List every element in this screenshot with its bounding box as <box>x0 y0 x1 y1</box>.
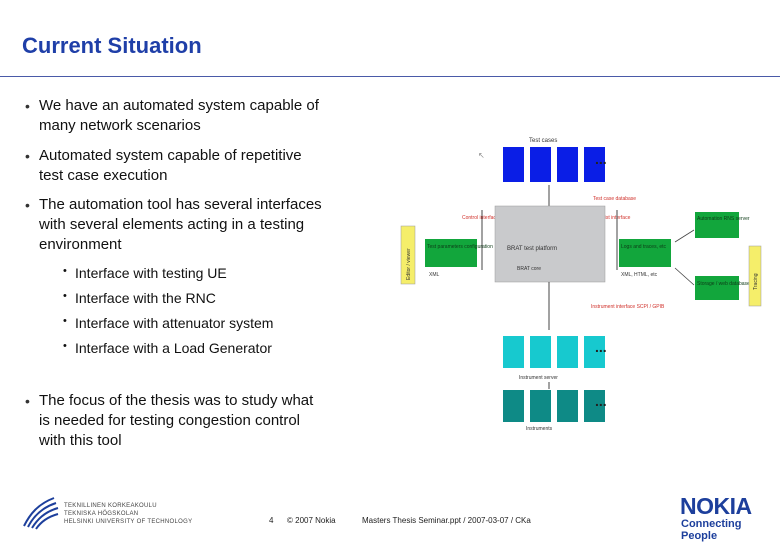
instrument-block-2 <box>530 390 551 422</box>
left-config-box <box>425 239 477 267</box>
list-interface-label: List interface <box>602 215 631 221</box>
storage-box <box>695 276 739 300</box>
bullet-3-line3: environment <box>39 236 122 253</box>
bullet-2: • Automated system capable of repetitive… <box>25 146 302 186</box>
nokia-tagline: Connecting People <box>681 518 742 542</box>
subbullet-3-text: Interface with attenuator system <box>75 315 274 331</box>
subbullet-dot: • <box>63 290 67 302</box>
logo-stroke-1 <box>23 497 55 527</box>
subbullet-dot: • <box>63 315 67 327</box>
subbullet-4: • Interface with a Load Generator <box>63 340 272 356</box>
test-cases-ellipsis: ... <box>595 151 607 167</box>
test-case-block-3 <box>557 147 578 182</box>
core-sub-label: BRAT core <box>517 266 541 272</box>
bullet-dot: • <box>25 393 30 409</box>
subbullet-1-text: Interface with testing UE <box>75 265 227 281</box>
file-info: Masters Thesis Seminar.ppt / 2007-03-07 … <box>362 516 531 525</box>
subbullet-dot: • <box>63 340 67 352</box>
bullet-4-line3: with this tool <box>39 432 122 449</box>
bullet-4-line2: is needed for testing congestion control <box>39 412 300 429</box>
page-number: 4 <box>269 516 274 525</box>
tracing-box <box>748 245 762 307</box>
subbullet-1: • Interface with testing UE <box>63 265 227 281</box>
bullet-1: • We have an automated system capable of… <box>25 96 319 136</box>
control-interface-label: Control interface XML <box>462 215 511 221</box>
logo-stroke-3 <box>31 507 59 529</box>
bullet-dot: • <box>25 98 30 114</box>
right-xml-label: XML, HTML, etc <box>621 272 658 278</box>
cursor-mark: ↖ <box>478 151 485 160</box>
bullet-4: • The focus of the thesis was to study w… <box>25 391 314 451</box>
sut-block-2 <box>530 336 551 368</box>
instruments-label: Instruments <box>526 426 553 432</box>
sut-label: Instrument server <box>519 375 558 381</box>
test-case-block-1 <box>503 147 524 182</box>
slide-title: Current Situation <box>22 33 202 58</box>
connector-storage <box>674 267 695 286</box>
university-name-line3: HELSINKI UNIVERSITY OF TECHNOLOGY <box>64 519 193 525</box>
architecture-diagram: ↖ Test cases ... Test case database Cont… <box>400 138 762 432</box>
logo-stroke-2 <box>27 502 57 528</box>
instrument-block-3 <box>557 390 578 422</box>
sut-block-3 <box>557 336 578 368</box>
connector-automation <box>674 229 695 243</box>
bullet-3: • The automation tool has several interf… <box>25 195 322 255</box>
test-case-block-2 <box>530 147 551 182</box>
right-logs-box <box>619 239 671 267</box>
trace-label: Tracing <box>753 273 759 290</box>
automation-label: Automation RNS server <box>697 216 750 222</box>
instrument-block-4 <box>584 390 605 422</box>
copyright: © 2007 Nokia <box>287 516 336 525</box>
core-platform-label: BRAT test platform <box>507 246 557 252</box>
subbullet-2: • Interface with the RNC <box>63 290 216 306</box>
editor-label: Editor / viewer <box>406 248 412 280</box>
sut-ellipsis: ... <box>595 339 607 355</box>
subbullet-2-text: Interface with the RNC <box>75 290 216 306</box>
core-platform-box <box>494 205 606 283</box>
sut-block-4 <box>584 336 605 368</box>
instrument-interface-label: Instrument interface SCPI / GPIB <box>591 304 665 310</box>
bullet-2-line2: test case execution <box>39 167 168 184</box>
left-xml-label: XML <box>429 272 440 278</box>
bullet-dot: • <box>25 197 30 213</box>
editor-viewer-box <box>400 225 416 285</box>
nokia-logo: NOKIA <box>680 493 752 519</box>
university-logo <box>23 497 59 530</box>
subbullet-3: • Interface with attenuator system <box>63 315 274 331</box>
subbullet-4-text: Interface with a Load Generator <box>75 340 272 356</box>
bullet-2-line1: Automated system capable of repetitive <box>39 147 302 164</box>
right-box-label: Logs and traces, etc <box>621 244 667 250</box>
bullet-1-line2: many network scenarios <box>39 117 201 134</box>
instrument-block-1 <box>503 390 524 422</box>
bullet-3-line2: with several elements acting in a testin… <box>39 216 305 233</box>
test-case-database-label: Test case database <box>593 196 636 202</box>
logo-stroke-4 <box>35 513 59 530</box>
instruments-ellipsis: ... <box>595 393 607 409</box>
sut-block-1 <box>503 336 524 368</box>
bullet-3-line1: The automation tool has several interfac… <box>39 196 322 213</box>
bullet-dot: • <box>25 148 30 164</box>
bullet-1-line1: We have an automated system capable of <box>39 97 319 114</box>
university-name-line2: TEKNISKA HÖGSKOLAN <box>64 511 139 517</box>
title-divider <box>0 76 780 77</box>
storage-label: Storage / web database <box>697 281 750 287</box>
bullet-4-line1: The focus of the thesis was to study wha… <box>39 392 314 409</box>
test-cases-label: Test cases <box>529 138 557 144</box>
automation-box <box>695 212 739 238</box>
test-case-block-4 <box>584 147 605 182</box>
subbullet-dot: • <box>63 265 67 277</box>
university-name-line1: TEKNILLINEN KORKEAKOULU <box>64 503 157 509</box>
left-box-label: Test parameters configuration <box>427 244 493 250</box>
